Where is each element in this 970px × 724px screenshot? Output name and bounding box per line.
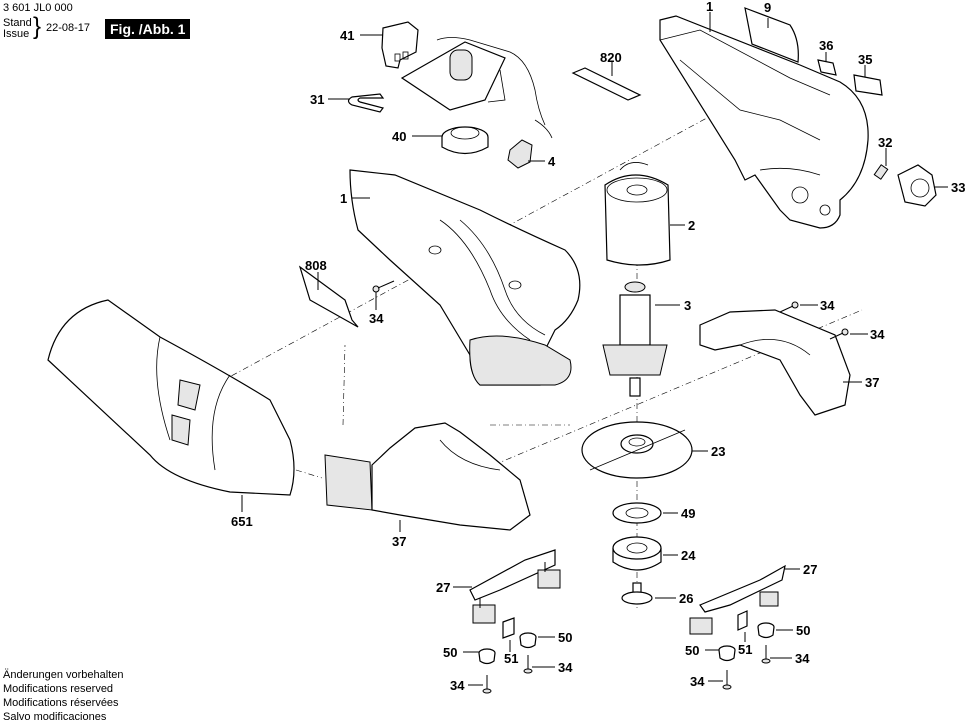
callout-35: 35 bbox=[858, 52, 872, 67]
callout-31: 31 bbox=[310, 92, 324, 107]
brace-symbol: } bbox=[33, 13, 42, 40]
electronics-module bbox=[400, 37, 553, 139]
part-9-label bbox=[744, 7, 799, 63]
stand-label: Stand bbox=[3, 17, 32, 29]
part-49-washer bbox=[612, 502, 662, 524]
part-651-dust-box bbox=[47, 299, 295, 496]
callout-2: 2 bbox=[688, 218, 695, 233]
part-23-fan-disc bbox=[581, 421, 693, 479]
part-31-clip bbox=[347, 93, 385, 113]
document-number: 3 601 JL0 000 bbox=[3, 2, 73, 14]
callout-51-right: 51 bbox=[738, 642, 752, 657]
part-34-screw-left-b bbox=[482, 675, 492, 694]
callout-50-right-b: 50 bbox=[685, 643, 699, 658]
part-820-label bbox=[571, 67, 642, 101]
callout-1-lower: 1 bbox=[340, 191, 347, 206]
part-1-housing-lower bbox=[349, 169, 581, 386]
callout-41: 41 bbox=[340, 28, 354, 43]
issue-date: 22-08-17 bbox=[46, 22, 91, 34]
part-27-bracket-left bbox=[469, 549, 561, 624]
part-40-ring bbox=[441, 126, 489, 155]
part-27-bracket-right bbox=[689, 564, 786, 635]
part-34-screw-right-d bbox=[722, 670, 732, 690]
part-51-clip-left bbox=[502, 617, 515, 639]
part-2-field bbox=[604, 162, 671, 266]
part-1-housing-upper bbox=[659, 15, 869, 229]
callout-27-left: 27 bbox=[436, 580, 450, 595]
callout-49: 49 bbox=[681, 506, 695, 521]
part-34-screw-housing bbox=[372, 280, 395, 293]
part-41-switch bbox=[381, 21, 419, 69]
callout-34-left-b: 34 bbox=[450, 678, 465, 693]
callout-820: 820 bbox=[600, 50, 622, 65]
part-32-spring bbox=[873, 164, 889, 180]
notice-en: Modifications reserved bbox=[3, 683, 114, 695]
part-26-pin bbox=[621, 582, 653, 605]
part-3-armature bbox=[602, 281, 668, 397]
callout-9: 9 bbox=[764, 0, 771, 15]
callout-50-left-b: 50 bbox=[443, 645, 457, 660]
part-50-sleeve-right-b bbox=[718, 645, 736, 662]
callout-24: 24 bbox=[681, 548, 696, 563]
callout-50-left-a: 50 bbox=[558, 630, 572, 645]
part-51-clip-right bbox=[737, 610, 748, 631]
callout-808: 808 bbox=[305, 258, 327, 273]
part-36-label bbox=[817, 59, 837, 76]
callout-34-right-c: 34 bbox=[795, 651, 810, 666]
issue-label: Issue bbox=[3, 28, 30, 40]
callout-34-right-b: 34 bbox=[870, 327, 885, 342]
callout-37-right: 37 bbox=[865, 375, 879, 390]
leader-lines bbox=[241, 12, 948, 686]
part-4-switch-slider bbox=[507, 139, 533, 169]
part-34-screw-right-b bbox=[829, 328, 849, 340]
notice-de: Änderungen vorbehalten bbox=[3, 669, 124, 681]
part-37-cover-right bbox=[699, 309, 851, 416]
callout-34-right-d: 34 bbox=[690, 674, 705, 689]
part-34-screw-right-a bbox=[779, 301, 799, 313]
callout-33: 33 bbox=[951, 180, 965, 195]
part-50-sleeve-right-a bbox=[757, 622, 775, 639]
callout-23: 23 bbox=[711, 444, 725, 459]
callout-26: 26 bbox=[679, 591, 693, 606]
callout-40: 40 bbox=[392, 129, 406, 144]
callout-32: 32 bbox=[878, 135, 892, 150]
callout-34-housing: 34 bbox=[369, 311, 384, 326]
part-34-screw-left-a bbox=[523, 655, 533, 674]
callout-34-left-a: 34 bbox=[558, 660, 573, 675]
callout-27-right: 27 bbox=[803, 562, 817, 577]
notice-fr: Modifications réservées bbox=[3, 697, 119, 709]
part-37-dust-adapter bbox=[324, 422, 531, 531]
callout-34-right-a: 34 bbox=[820, 298, 835, 313]
callout-50-right-a: 50 bbox=[796, 623, 810, 638]
part-35-label bbox=[853, 74, 883, 96]
part-50-sleeve-left-b bbox=[478, 648, 496, 665]
part-808-label bbox=[298, 265, 359, 328]
callout-37-left: 37 bbox=[392, 534, 406, 549]
part-34-screw-right-c bbox=[761, 645, 771, 664]
figure-label: Fig. /Abb. 1 bbox=[105, 19, 191, 39]
callout-1-upper: 1 bbox=[706, 0, 713, 14]
part-24-ball-bearing bbox=[612, 536, 662, 571]
part-50-sleeve-left-a bbox=[519, 632, 537, 649]
part-33-cap bbox=[897, 164, 937, 207]
callout-36: 36 bbox=[819, 38, 833, 53]
callout-3: 3 bbox=[684, 298, 691, 313]
callout-651: 651 bbox=[231, 514, 253, 529]
callout-4: 4 bbox=[548, 154, 556, 169]
callout-51-left: 51 bbox=[504, 651, 518, 666]
